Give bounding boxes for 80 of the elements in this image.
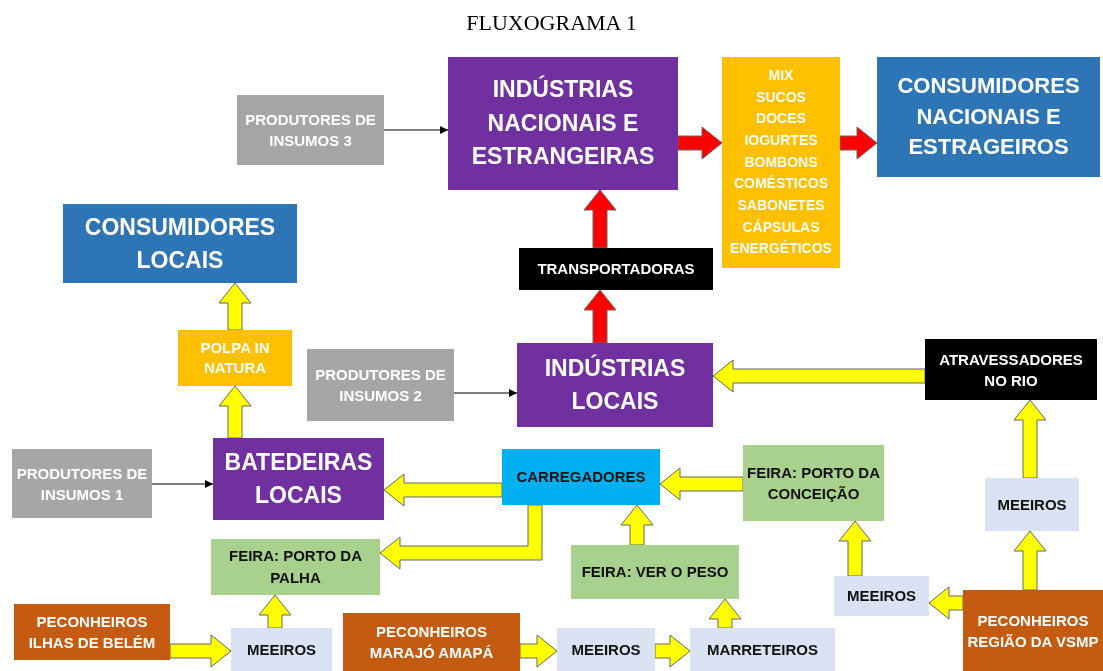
block-arrow xyxy=(258,594,292,629)
box-label: PECONHEIROS ILHAS DE BELÉM xyxy=(27,612,157,653)
process-box xyxy=(14,604,170,660)
block-arrow xyxy=(1013,530,1047,591)
block-arrow xyxy=(218,282,252,331)
process-box xyxy=(519,248,713,290)
block-arrow xyxy=(928,586,964,620)
block-arrow xyxy=(659,467,744,501)
block-arrow xyxy=(1013,399,1047,479)
block-arrow xyxy=(519,634,558,668)
box-label: MEEIROS xyxy=(246,639,317,660)
process-box xyxy=(343,613,520,671)
diagram-title: FLUXOGRAMA 1 xyxy=(465,10,638,36)
box-label: FEIRA: VER O PESO xyxy=(581,561,729,582)
box-label: CARREGADORES xyxy=(516,467,646,487)
box-label: INDÚSTRIAS LOCAIS xyxy=(543,353,687,416)
process-box xyxy=(502,449,660,505)
process-box xyxy=(237,95,384,165)
process-box xyxy=(211,539,380,595)
block-arrow xyxy=(383,473,503,507)
box-label: PRODUTORES DE INSUMOS 1 xyxy=(15,463,149,505)
arrow xyxy=(453,389,518,397)
block-arrow xyxy=(218,385,252,439)
block-arrow xyxy=(677,126,723,160)
box-label: MARRETEIROS xyxy=(707,639,818,660)
process-box xyxy=(63,204,297,283)
process-box xyxy=(877,57,1100,177)
process-box xyxy=(178,330,292,386)
box-label: DOCES xyxy=(756,109,806,129)
process-box xyxy=(448,57,678,190)
process-box xyxy=(963,590,1103,671)
box-label: ENERGÉTICOS xyxy=(730,239,832,259)
box-label: CONSUMIDORES LOCAIS xyxy=(83,213,277,275)
box-label: PECONHEIROS REGIÃO DA VSMP xyxy=(966,610,1100,652)
block-arrow xyxy=(620,504,654,546)
box-label: MEEIROS xyxy=(997,494,1067,515)
process-box xyxy=(231,628,332,671)
box-label: COMÉSTICOS xyxy=(733,174,829,194)
process-box xyxy=(12,449,152,518)
box-label: PRODUTORES DE INSUMOS 3 xyxy=(244,110,377,151)
block-arrow xyxy=(708,598,742,629)
block-arrow xyxy=(379,504,543,570)
box-label: MIX xyxy=(768,65,794,85)
box-label: SABONETES xyxy=(737,196,825,216)
box-label: IOGURTES xyxy=(744,130,818,150)
process-box xyxy=(985,478,1079,531)
block-arrow xyxy=(169,634,232,668)
process-box xyxy=(517,343,713,427)
process-box xyxy=(834,576,929,616)
box-label: PRODUTORES DE INSUMOS 2 xyxy=(314,365,447,406)
process-box xyxy=(925,339,1097,400)
arrow xyxy=(151,480,214,488)
box-label: PECONHEIROS MARAJÓ AMAPÁ xyxy=(368,622,495,663)
box-label: SUCOS xyxy=(756,87,806,107)
process-box xyxy=(307,349,454,421)
block-arrow xyxy=(712,359,926,393)
box-label: FEIRA: PORTO DA PALHA xyxy=(227,545,364,588)
arrow xyxy=(383,126,449,134)
process-box xyxy=(213,438,384,520)
process-box xyxy=(743,445,884,521)
box-label: MEEIROS xyxy=(846,586,917,606)
box-label: BATEDEIRAS LOCAIS xyxy=(223,447,374,510)
process-box xyxy=(690,628,835,671)
process-box xyxy=(722,57,840,268)
box-label: CONSUMIDORES NACIONAIS E ESTRAGEIROS xyxy=(896,71,1081,162)
box-label: POLPA IN NATURA xyxy=(199,337,271,378)
block-arrow xyxy=(839,126,878,160)
box-label: INDÚSTRIAS NACIONAIS E ESTRANGEIRAS xyxy=(470,74,656,172)
box-label: TRANSPORTADORAS xyxy=(537,260,695,278)
box-label: ATRAVESSADORES NO RIO xyxy=(938,349,1084,391)
box-label: CÁPSULAS xyxy=(742,217,820,237)
block-arrow xyxy=(583,289,617,344)
block-arrow xyxy=(654,634,691,668)
process-box xyxy=(557,628,655,671)
block-arrow xyxy=(583,189,617,249)
box-label: BOMBONS xyxy=(744,152,818,172)
block-arrow xyxy=(838,520,872,577)
box-label: FEIRA: PORTO DA CONCEIÇÃO xyxy=(745,463,882,504)
box-label: MEEIROS xyxy=(571,639,641,660)
process-box xyxy=(571,545,739,599)
